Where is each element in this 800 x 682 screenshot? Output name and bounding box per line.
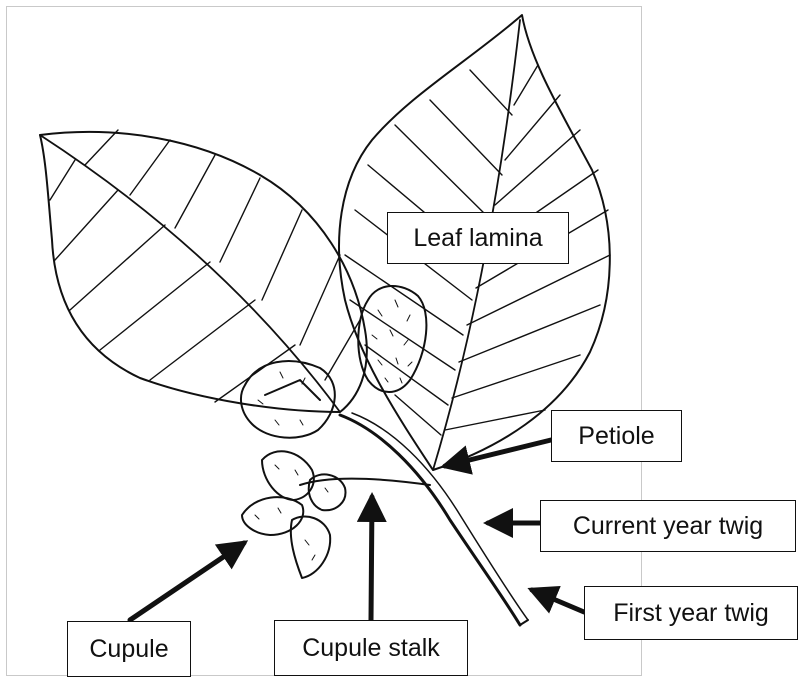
arrow-cupule <box>130 543 244 620</box>
label-leaf-lamina: Leaf lamina <box>387 212 569 264</box>
upper-cupule <box>358 286 426 392</box>
left-leaf <box>40 130 367 412</box>
label-petiole: Petiole <box>551 410 682 462</box>
arrow-cupule-stalk <box>371 497 372 620</box>
cupule-cluster <box>241 361 345 578</box>
cupule-stalk <box>300 479 430 485</box>
label-first-year-twig: First year twig <box>584 586 798 640</box>
twig <box>340 413 528 625</box>
label-cupule-stalk: Cupule stalk <box>274 620 468 676</box>
label-current-year-twig: Current year twig <box>540 500 796 552</box>
label-cupule: Cupule <box>67 621 191 677</box>
arrow-first-year-twig <box>532 590 584 612</box>
arrow-petiole <box>445 440 551 466</box>
